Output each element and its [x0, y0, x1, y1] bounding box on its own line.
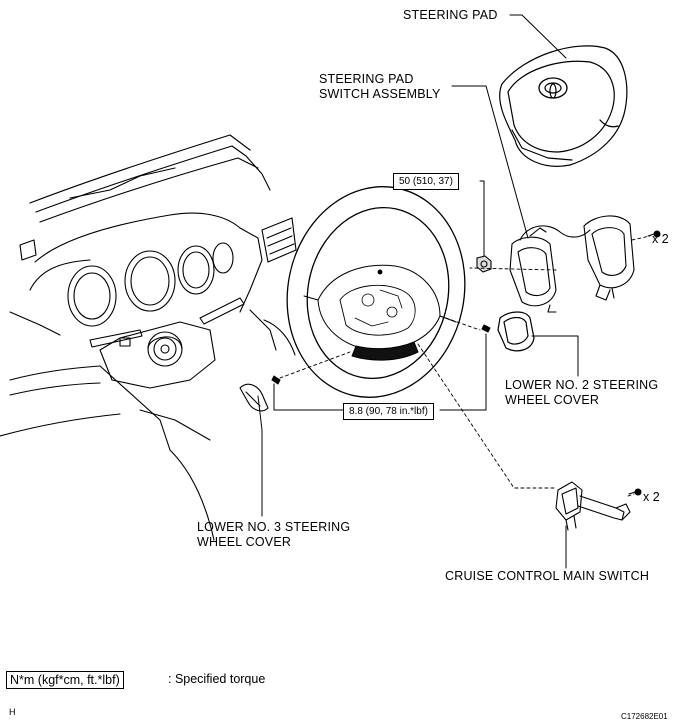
steering-pad-label: STEERING PAD [403, 8, 498, 22]
screw-torque-box: 8.8 (90, 78 in.*lbf) [343, 403, 434, 420]
legend-text: : Specified torque [168, 672, 266, 686]
cruise-control-switch [555, 481, 631, 531]
nut-part [476, 255, 492, 273]
pad-switch-quantity: x 2 [652, 232, 669, 246]
lower-no2-cover-part [497, 311, 535, 352]
cruise-switch-label: CRUISE CONTROL MAIN SWITCH [445, 569, 650, 583]
nut-torque-box: 50 (510, 37) [393, 173, 459, 190]
figure-code: C172682E01 [621, 712, 668, 721]
steering-pad-switch-assembly [509, 215, 635, 313]
lower-no2-label-line2: WHEEL COVER [505, 393, 600, 407]
steering-wheel [286, 186, 466, 398]
switch-assembly-label-line2: SWITCH ASSEMBLY [319, 87, 441, 101]
lower-no3-cover-part [239, 383, 269, 412]
lower-no3-label-line2: WHEEL COVER [197, 535, 292, 549]
switch-assembly-label-line1: STEERING PAD [319, 72, 414, 86]
lower-no2-label-line1: LOWER NO. 2 STEERING [505, 378, 659, 392]
cruise-quantity: x 2 [643, 490, 660, 504]
dashed-guide-lines [279, 235, 651, 497]
screws [271, 230, 661, 496]
dashboard-drawing [0, 134, 297, 541]
lower-no3-label-line1: LOWER NO. 3 STEERING [197, 520, 351, 534]
corner-letter: H [9, 707, 16, 717]
leader-lines [257, 14, 579, 569]
legend-units-box: N*m (kgf*cm, ft.*lbf) [6, 671, 124, 689]
steering-pad [499, 45, 628, 167]
